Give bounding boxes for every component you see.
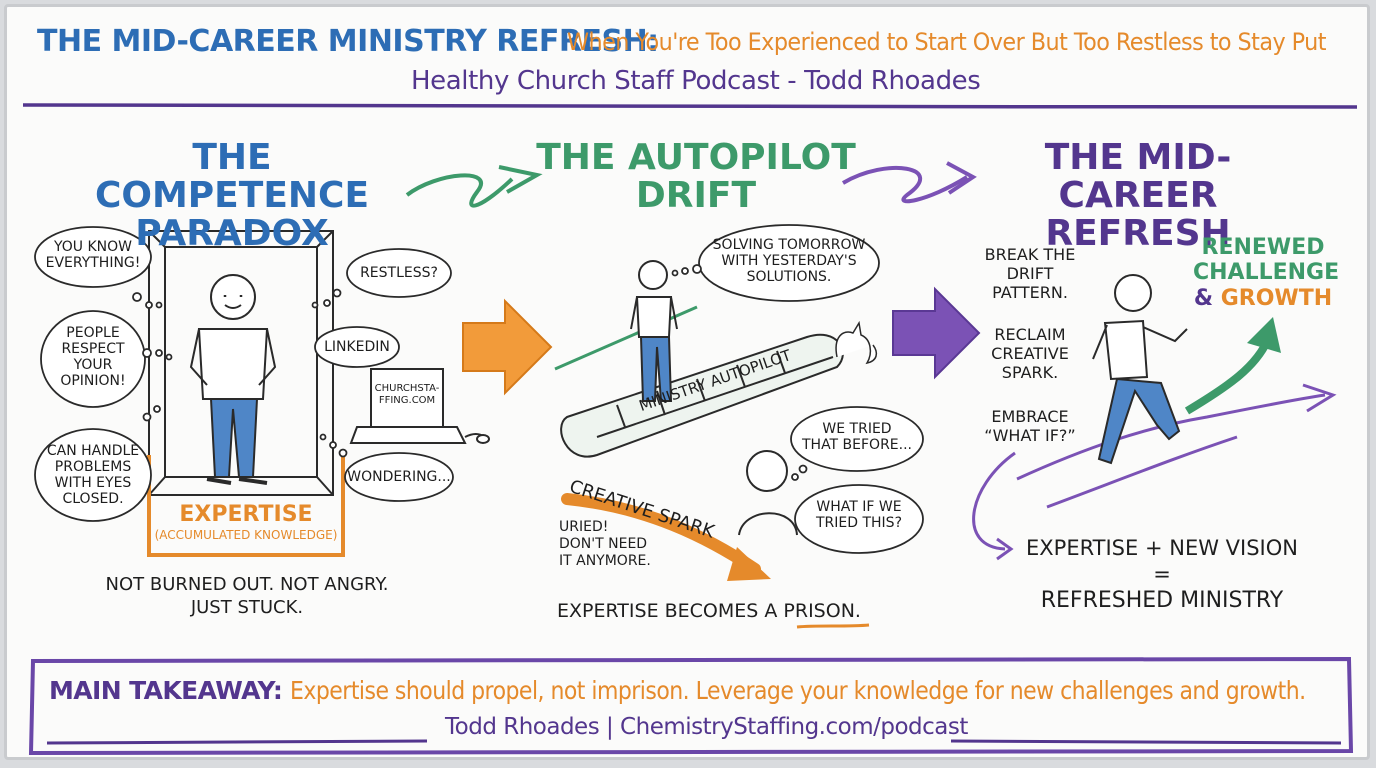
takeaway-text: Expertise should propel, not imprison. L… [289, 676, 1306, 705]
equation-line1: EXPERTISE + NEW VISION [1026, 536, 1298, 560]
renewed-growth: GROWTH [1220, 286, 1333, 311]
section2-caption-emph: PRISON. [783, 600, 861, 622]
section2-caption: EXPERTISE BECOMES A PRISON. [557, 601, 861, 622]
glass-box [148, 230, 334, 496]
bubble-linkedin-text: LINKEDIN [324, 339, 390, 355]
figure-running [1092, 274, 1188, 465]
equation-equals: = [1153, 562, 1171, 586]
byline: Healthy Church Staff Podcast - Todd Rhoa… [411, 66, 981, 96]
buried-text: URIED! DON'T NEED IT ANYMORE. [559, 519, 651, 569]
whiteboard: THE MID-CAREER MINISTRY REFRESH: When Yo… [4, 4, 1370, 760]
sketch-layer [22, 102, 1358, 756]
bubble-whatif [794, 484, 924, 554]
arrow-purple [892, 286, 981, 380]
bubble-you-know [34, 226, 152, 288]
takeaway-box [28, 656, 1354, 756]
title-main: THE MID-CAREER MINISTRY REFRESH: [37, 24, 659, 59]
figure-wondering [738, 450, 798, 536]
cat-icon [835, 320, 878, 365]
growth-arrow [1184, 335, 1273, 415]
curly-arrow-purple [841, 165, 969, 204]
renewed-growth-line: & GROWTH [1193, 286, 1333, 311]
section3-title: THE MID-CAREER REFRESH [1044, 137, 1232, 254]
figure-autopilot [630, 260, 678, 402]
laptop-screen-text: CHURCHSTA- FFING.COM [374, 383, 440, 406]
curl-arrow [972, 451, 1016, 551]
bubble-respect-text: PEOPLE RESPECT YOUR OPINION! [60, 325, 126, 390]
bubble-problems-text: CAN HANDLE PROBLEMS WITH EYES CLOSED. [46, 443, 140, 508]
curly-arrow-green [405, 173, 514, 208]
bubble-tried [790, 406, 924, 472]
bubble-you-know-text: YOU KNOW EVERYTHING! [45, 239, 141, 272]
growth-road [1016, 393, 1326, 481]
bubble-restless [346, 248, 452, 298]
footer-credit: Todd Rhoades | ChemistryStaffing.com/pod… [445, 714, 968, 740]
renewed-challenge: RENEWED CHALLENGE [1193, 235, 1340, 286]
bubble-wondering [344, 452, 454, 502]
title-subtitle: When You're Too Experienced to Start Ove… [567, 28, 1327, 56]
bubble-restless-text: RESTLESS? [360, 265, 438, 281]
header-divider [22, 102, 1358, 109]
takeaway-line: MAIN TAKEAWAY: Expertise should propel, … [49, 676, 1367, 705]
expertise-label: EXPERTISE [179, 502, 313, 527]
section2-title: THE AUTOPILOT DRIFT [536, 137, 856, 216]
bubble-tried-text: WE TRIED THAT BEFORE... [801, 421, 913, 454]
laptop-icon [349, 368, 490, 444]
step-break-drift: BREAK THE DRIFT PATTERN. [984, 245, 1076, 303]
expertise-sublabel: (ACCUMULATED KNOWLEDGE) [154, 528, 338, 542]
treadmill-icon [554, 305, 844, 458]
bubble-solving [698, 224, 880, 302]
step-reclaim-spark: RECLAIM CREATIVE SPARK. [991, 325, 1069, 383]
bubble-linkedin [314, 326, 400, 368]
figure-stuck [189, 274, 277, 485]
equation-line2: REFRESHED MINISTRY [1040, 588, 1284, 613]
section1-title: THE COMPETENCE PARADOX [94, 137, 370, 254]
step-embrace-whatif: EMBRACE “WHAT IF?” [984, 407, 1076, 446]
bubble-respect [40, 310, 146, 408]
bubble-whatif-text: WHAT IF WE TRIED THIS? [815, 499, 902, 532]
section1-caption: NOT BURNED OUT. NOT ANGRY. JUST STUCK. [105, 574, 389, 619]
takeaway-label: MAIN TAKEAWAY: [49, 676, 283, 705]
bubble-wondering-text: WONDERING... [347, 469, 451, 485]
expertise-base [147, 455, 345, 557]
bubble-problems [34, 428, 152, 522]
arrow-orange [462, 298, 553, 396]
section2-caption-pre: EXPERTISE BECOMES A [557, 600, 784, 622]
bubble-solving-text: SOLVING TOMORROW WITH YESTERDAY'S SOLUTI… [712, 237, 866, 286]
renewed-amp: & [1193, 286, 1221, 311]
